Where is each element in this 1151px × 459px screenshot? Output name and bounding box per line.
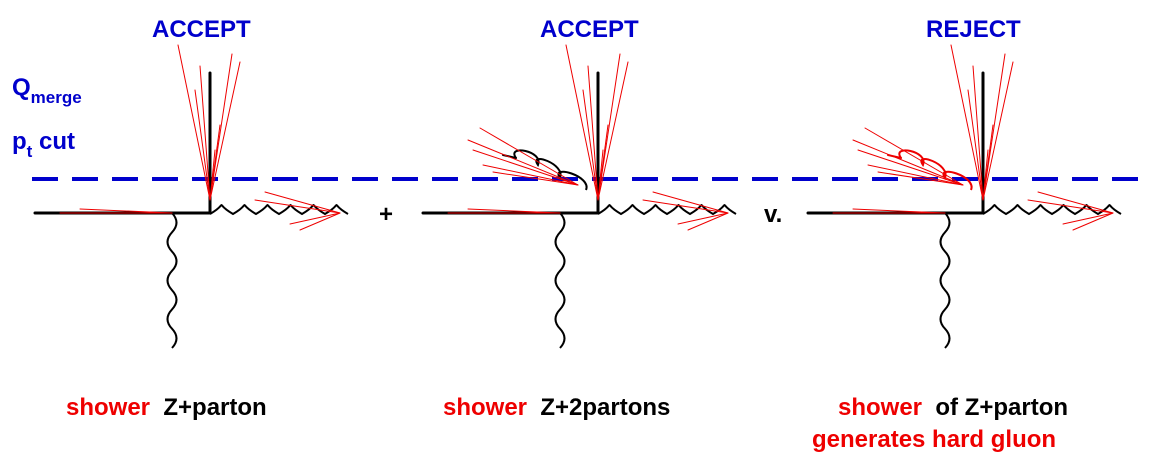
panel-1-shower-in-0 — [79, 208, 173, 214]
panel-1-shower-gluon-1 — [264, 191, 341, 214]
panel-2-shower-jet-1 — [582, 89, 599, 201]
panel-3-shower-extra-3 — [877, 171, 964, 186]
panel-3-z-boson — [939, 212, 951, 349]
panel-2-shower-gluon-1 — [652, 191, 729, 214]
panel-3-shower-gluon-2 — [1072, 212, 1114, 231]
panel-1-shower-jet-5 — [199, 65, 211, 201]
panel-3-caption-note: generates hard gluon — [812, 426, 1057, 453]
panel-1-caption-process: Z+parton — [163, 394, 267, 421]
panel-2-shower-jet-6 — [597, 149, 604, 201]
panel-1-caption: shower Z+parton — [66, 394, 267, 422]
panel-3-shower-jet-5 — [972, 65, 984, 201]
panel-3-shower-extra-1 — [857, 149, 964, 186]
panel-3-shower-jet-1 — [967, 89, 984, 201]
panel-1-header: ACCEPT — [152, 16, 251, 43]
panel-2-caption: shower Z+2partons — [443, 394, 670, 422]
panel-3-shower-gluon-0 — [1027, 199, 1114, 214]
panel-3-caption-shower: shower — [838, 394, 923, 421]
panel-2-extra-gluon — [513, 149, 588, 191]
panel-2-z-boson — [554, 212, 566, 349]
pt-cut-word: cut — [39, 128, 76, 155]
panel-1-gluon — [209, 204, 349, 216]
panel-2-caption-process: Z+2partons — [540, 394, 671, 421]
panel-3-shower-in-0 — [852, 208, 946, 214]
pt-main: p — [12, 128, 27, 155]
panel-1-shower-jet-3 — [209, 61, 241, 201]
panel-3-shower-extra-2 — [867, 164, 964, 186]
panel-2-caption-shower: shower — [443, 394, 528, 421]
panel-2-shower-gluon-3 — [677, 212, 729, 225]
panel-2-shower-extra-2 — [482, 164, 579, 186]
panel-2-shower-jet-3 — [597, 61, 629, 201]
panel-3-shower-gluon-3 — [1062, 212, 1114, 225]
panel-3-shower-extra-0 — [864, 127, 964, 186]
panel-3-shower-extra-4 — [852, 139, 964, 186]
panel-3-extra-gluon — [898, 149, 973, 191]
panel-2-shower-in-0 — [467, 208, 561, 214]
q-merge-label: Qmerge — [12, 74, 82, 107]
panel-2-shower-jet-5 — [587, 65, 599, 201]
panel-3-caption: shower of Z+parton — [838, 394, 1068, 422]
panel-2-shower-extra-4 — [467, 139, 579, 186]
panel-1-shower-jet-0 — [177, 44, 211, 201]
pt-subscript: t — [26, 142, 33, 161]
panel-3-shower-jet-0 — [950, 44, 984, 201]
panel-3-shower-gluon-1 — [1037, 191, 1114, 214]
panel-1-caption-shower: shower — [66, 394, 151, 421]
panel-1-shower-gluon-2 — [299, 212, 341, 231]
panel-3-header: REJECT — [926, 16, 1021, 43]
panel-2-shower-jet-0 — [565, 44, 599, 201]
plus-operator: + — [379, 201, 394, 228]
pt-cut-label: pt cut — [12, 128, 76, 161]
panel-1-z-boson — [166, 212, 178, 349]
panel-1-shower-gluon-3 — [289, 212, 341, 225]
panel-2-shower-gluon-2 — [687, 212, 729, 231]
panel-1-shower-jet-6 — [209, 149, 216, 201]
panel-2-shower-gluon-0 — [642, 199, 729, 214]
q-merge-subscript: merge — [30, 88, 82, 107]
panel-2-gluon — [597, 204, 737, 216]
q-merge-main: Q — [12, 74, 31, 101]
panel-3-caption-process: of Z+parton — [935, 394, 1069, 421]
panel-2-shower-extra-3 — [492, 171, 579, 186]
panel-1-shower-gluon-0 — [254, 199, 341, 214]
panel-3-gluon — [982, 204, 1122, 216]
versus-operator: v. — [764, 201, 783, 228]
panel-2-shower-extra-0 — [479, 127, 579, 186]
panel-3-shower-jet-6 — [982, 149, 989, 201]
panel-1-shower-jet-1 — [194, 89, 211, 201]
panel-3-shower-jet-3 — [982, 61, 1014, 201]
panel-2-shower-extra-1 — [472, 149, 579, 186]
panel-2-header: ACCEPT — [540, 16, 639, 43]
diagram-group — [33, 44, 1122, 349]
